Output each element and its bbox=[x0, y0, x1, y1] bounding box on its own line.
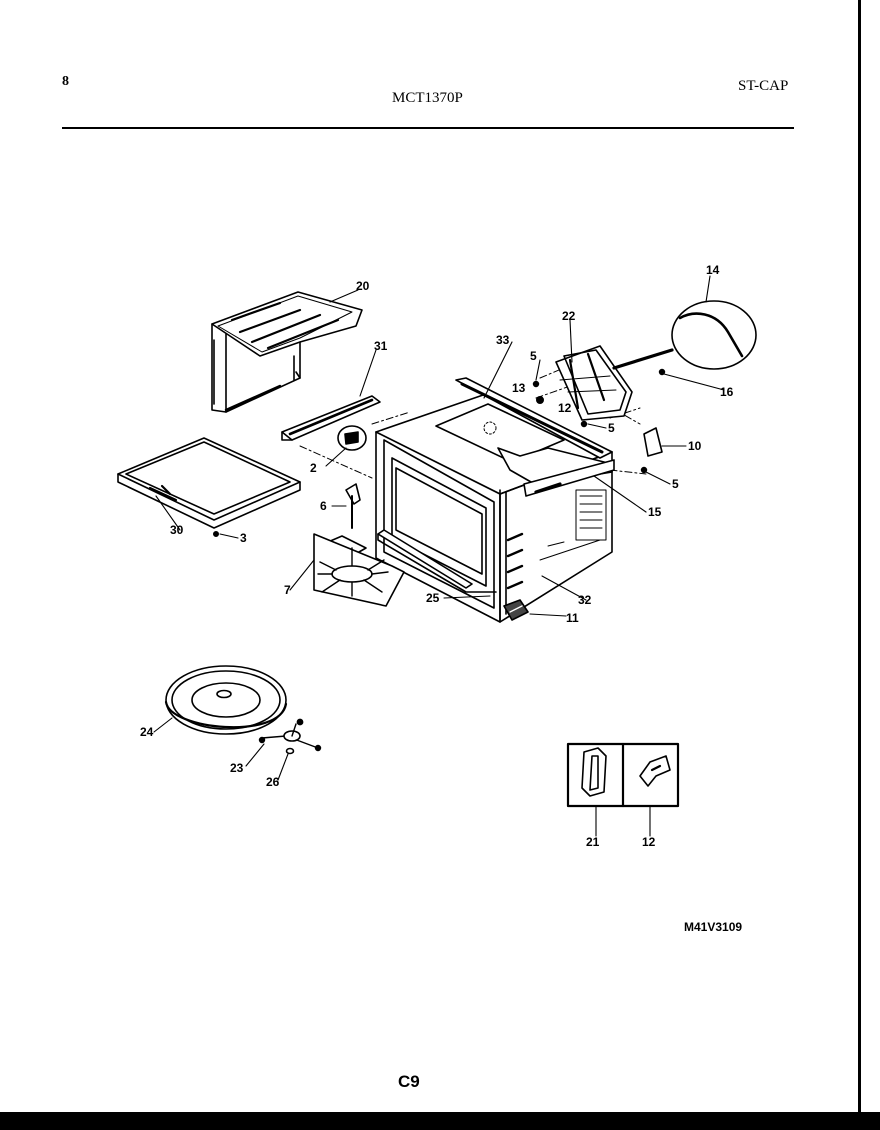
callout-label: 5 bbox=[530, 349, 537, 363]
top-plate-part bbox=[281, 395, 381, 441]
model-number: MCT1370P bbox=[392, 90, 463, 106]
callout-label: 6 bbox=[320, 499, 327, 513]
interlock-switch-part bbox=[503, 599, 529, 621]
inset-parts-box bbox=[566, 742, 680, 808]
callout-label: 2 bbox=[310, 461, 317, 475]
callout-label: 14 bbox=[706, 263, 720, 277]
page-border-right bbox=[858, 0, 861, 1118]
circled-component-part bbox=[337, 425, 367, 451]
base-rail-part bbox=[377, 529, 473, 589]
callout-label: 32 bbox=[578, 593, 592, 607]
drawing-code: M41V3109 bbox=[684, 920, 743, 934]
callout-label: 3 bbox=[240, 531, 247, 545]
callout-label: 31 bbox=[374, 339, 388, 353]
callout-label: 20 bbox=[356, 279, 370, 293]
callout-label: 12 bbox=[642, 835, 656, 849]
callout-labels: 20 31 33 22 14 5 13 12 16 5 10 5 15 32 1… bbox=[140, 263, 734, 849]
oven-cavity-part bbox=[375, 377, 615, 623]
callout-label: 5 bbox=[672, 477, 679, 491]
callout-label: 5 bbox=[608, 421, 615, 435]
page-border-bottom bbox=[0, 1112, 880, 1130]
header-rule bbox=[62, 127, 794, 129]
callout-label: 25 bbox=[426, 591, 440, 605]
callout-label: 16 bbox=[720, 385, 734, 399]
callout-label: 15 bbox=[648, 505, 662, 519]
callout-label: 23 bbox=[230, 761, 244, 775]
callout-label: 24 bbox=[140, 725, 154, 739]
callout-label: 30 bbox=[170, 523, 184, 537]
callout-label: 21 bbox=[586, 835, 600, 849]
switch-bracket-part bbox=[532, 345, 648, 474]
outer-wrapper-part bbox=[211, 291, 363, 413]
callout-label: 7 bbox=[284, 583, 291, 597]
callout-label: 12 bbox=[558, 401, 572, 415]
base-plate-part bbox=[117, 437, 301, 537]
callout-label: 13 bbox=[512, 381, 526, 395]
stirrer-fan-part bbox=[313, 483, 405, 607]
page-number: 8 bbox=[62, 74, 69, 89]
callout-label: 10 bbox=[688, 439, 702, 453]
section-code: ST-CAP bbox=[738, 78, 789, 94]
callout-label: 11 bbox=[566, 611, 579, 625]
page-code: C9 bbox=[398, 1072, 420, 1091]
small-bracket-part bbox=[643, 427, 663, 457]
roller-ring-part bbox=[258, 718, 322, 755]
callout-label: 22 bbox=[562, 309, 576, 323]
callout-label: 33 bbox=[496, 333, 510, 347]
lamp-detail-circle bbox=[612, 300, 757, 376]
callout-label: 26 bbox=[266, 775, 280, 789]
glass-tray-part bbox=[164, 665, 288, 735]
